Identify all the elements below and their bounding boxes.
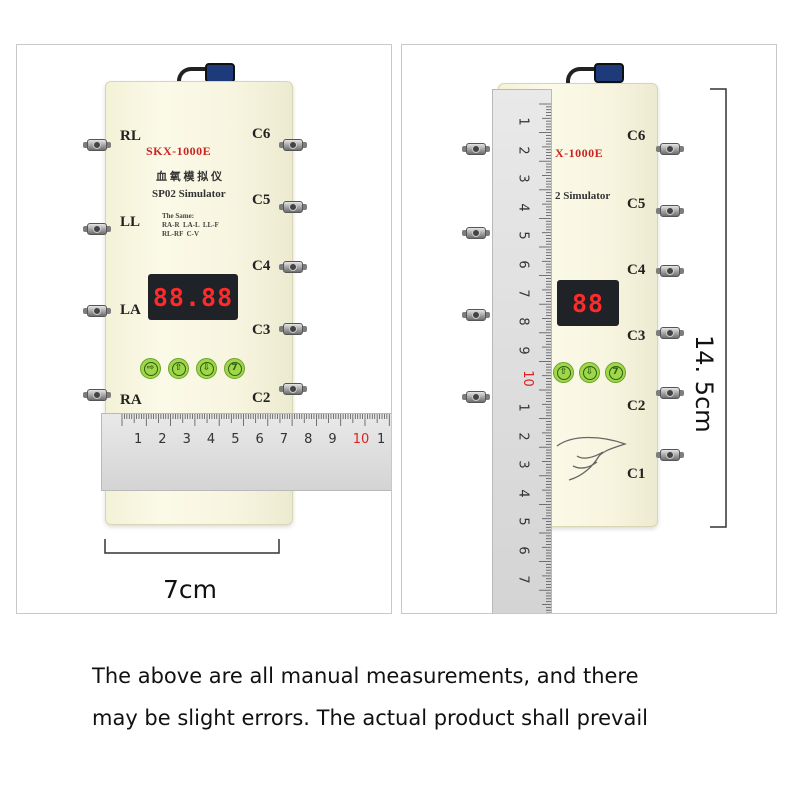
lead-label-c5: C5 bbox=[627, 196, 646, 212]
snap-connector bbox=[83, 221, 111, 237]
ruler-ticks bbox=[121, 414, 390, 426]
number-7-icon: 7 bbox=[227, 361, 242, 376]
ruler-number: 1 bbox=[515, 117, 531, 126]
lead-label-c6: C6 bbox=[252, 126, 271, 142]
ruler-number: 8 bbox=[304, 432, 313, 447]
lead-label-c6: C6 bbox=[627, 128, 646, 144]
snap-connector bbox=[83, 303, 111, 319]
ruler-number: 9 bbox=[328, 432, 337, 447]
snap-connector bbox=[462, 141, 490, 157]
ruler-ticks bbox=[539, 103, 551, 613]
finger-illustration bbox=[556, 436, 627, 481]
lead-label-c3: C3 bbox=[627, 328, 646, 344]
arrow-down-button[interactable]: ⇩ bbox=[579, 362, 600, 383]
ruler-number: 4 bbox=[515, 203, 531, 212]
snap-connector bbox=[656, 447, 684, 463]
ruler-number: 3 bbox=[515, 174, 531, 183]
width-label: 7cm bbox=[163, 575, 218, 604]
model-label: SKX-1000E bbox=[146, 144, 212, 158]
connector-plug bbox=[205, 63, 235, 83]
arrow-up-button[interactable]: ⇧ bbox=[553, 362, 574, 383]
snap-connector bbox=[462, 389, 490, 405]
ruler-number: 6 bbox=[515, 546, 531, 555]
snap-connector bbox=[462, 307, 490, 323]
ruler-number: 7 bbox=[515, 574, 531, 584]
lead-label-c2: C2 bbox=[627, 398, 646, 414]
arrow-down-icon: ⇩ bbox=[582, 365, 597, 380]
height-label: 14. 5cm bbox=[690, 335, 718, 433]
ruler-number: 6 bbox=[515, 260, 531, 269]
lead-label-rl: RL bbox=[120, 128, 141, 144]
ruler-number: 4 bbox=[206, 432, 216, 447]
left-photo-panel: SKX-1000E 血 氧 模 拟 仪 SP02 Simulator The S… bbox=[16, 44, 392, 614]
ruler-number: 1 bbox=[134, 432, 143, 447]
arrow-up-button[interactable]: ⇧ bbox=[168, 358, 189, 379]
lead-label-ll: LL bbox=[120, 214, 141, 230]
snap-connector bbox=[279, 259, 307, 275]
snap-connector bbox=[83, 137, 111, 153]
height-dimension-line bbox=[710, 88, 727, 528]
ruler-number: 5 bbox=[515, 231, 531, 241]
ruler-number: 2 bbox=[515, 145, 531, 155]
ruler-number: 7 bbox=[515, 288, 531, 298]
right-photo-panel: X-1000E 2 Simulator C6 C5 C4 C3 C2 C1 88… bbox=[401, 44, 777, 614]
arrow-right-button[interactable]: ⇨ bbox=[140, 358, 161, 379]
lead-label-c5: C5 bbox=[252, 192, 271, 208]
arrow-right-icon: ⇨ bbox=[143, 361, 158, 376]
ruler-number: 1 bbox=[377, 432, 386, 447]
number-7-button[interactable]: 7 bbox=[224, 358, 245, 379]
ruler-number: 5 bbox=[515, 517, 531, 527]
snap-connector bbox=[656, 263, 684, 279]
ruler-number: 8 bbox=[515, 317, 531, 326]
caption-line-1: The above are all manual measurements, a… bbox=[92, 664, 639, 688]
lead-label-c4: C4 bbox=[252, 258, 271, 274]
caption-line-2: may be slight errors. The actual product… bbox=[92, 706, 649, 730]
snap-connector bbox=[656, 385, 684, 401]
lead-label-la: LA bbox=[120, 302, 141, 318]
chinese-title: 血 氧 模 拟 仪 bbox=[156, 171, 222, 183]
ruler-number: 10 bbox=[352, 432, 370, 447]
simulator-subtitle-partial: 2 Simulator bbox=[555, 190, 611, 202]
led-display: 88.88 bbox=[148, 274, 238, 320]
snap-connector bbox=[656, 325, 684, 341]
lead-label-c2: C2 bbox=[252, 390, 271, 406]
ruler-number: 2 bbox=[515, 431, 531, 441]
arrow-up-icon: ⇧ bbox=[556, 365, 571, 380]
lead-label-c1: C1 bbox=[627, 466, 646, 482]
snap-connector bbox=[279, 381, 307, 397]
led-display: 88 bbox=[557, 280, 619, 326]
simulator-subtitle: SP02 Simulator bbox=[152, 188, 226, 200]
number-7-icon: 7 bbox=[608, 365, 623, 380]
ruler-number: 10 bbox=[519, 370, 535, 388]
ruler-number: 3 bbox=[515, 460, 531, 469]
width-dimension-line bbox=[104, 539, 280, 554]
snap-connector bbox=[656, 203, 684, 219]
number-7-button[interactable]: 7 bbox=[605, 362, 626, 383]
snap-connector bbox=[279, 199, 307, 215]
snap-connector bbox=[656, 141, 684, 157]
vertical-ruler: 1 2 3 4 5 6 7 8 9 10 1 2 3 4 5 6 7 bbox=[492, 89, 552, 613]
snap-connector bbox=[83, 387, 111, 403]
lead-equivalence-note: The Same: RA-R LA-L LL-F RL-RF C-V bbox=[162, 212, 219, 238]
lead-label-c4: C4 bbox=[627, 262, 646, 278]
model-label-partial: X-1000E bbox=[555, 146, 604, 160]
lead-label-ra: RA bbox=[120, 392, 142, 408]
snap-connector bbox=[279, 321, 307, 337]
snap-connector bbox=[279, 137, 307, 153]
ruler-number: 9 bbox=[515, 346, 531, 355]
ruler-number: 2 bbox=[158, 432, 167, 447]
ruler-number: 1 bbox=[515, 403, 531, 412]
arrow-up-icon: ⇧ bbox=[171, 361, 186, 376]
ruler-number: 7 bbox=[279, 432, 289, 447]
ruler-number: 6 bbox=[255, 432, 264, 447]
snap-connector bbox=[462, 225, 490, 241]
arrow-down-button[interactable]: ⇩ bbox=[196, 358, 217, 379]
ruler-number: 3 bbox=[182, 432, 191, 447]
ruler-number: 5 bbox=[231, 432, 240, 447]
ruler-number: 4 bbox=[515, 489, 531, 498]
connector-plug bbox=[594, 63, 624, 83]
lead-label-c3: C3 bbox=[252, 322, 271, 338]
arrow-down-icon: ⇩ bbox=[199, 361, 214, 376]
